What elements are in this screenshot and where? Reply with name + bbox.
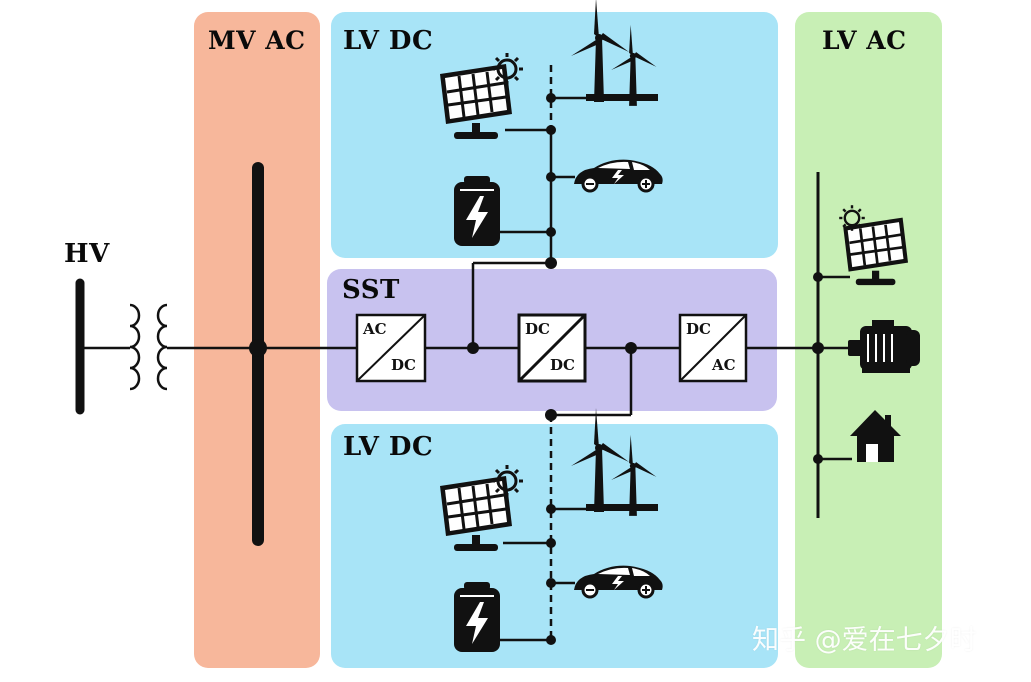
battery-icon <box>453 175 501 247</box>
wind-turbine-icon <box>571 0 658 106</box>
ac-dc-bottom-label: DC <box>391 356 416 374</box>
electric-car-icon <box>572 564 665 599</box>
dc-ac-bottom-label: AC <box>712 356 736 374</box>
dc-dc-top-label: DC <box>525 320 550 338</box>
sst-label: SST <box>342 275 400 305</box>
lv-dc-bottom-label: LV DC <box>343 432 434 462</box>
dc-ac-top-label: DC <box>686 320 711 338</box>
ac-dc-converter <box>355 313 427 383</box>
dc-dc-bottom-label: DC <box>550 356 575 374</box>
dc-dc-converter <box>517 313 587 383</box>
wind-turbine-icon <box>571 408 658 516</box>
ac-dc-top-label: AC <box>363 320 387 338</box>
dc-ac-converter <box>678 313 748 383</box>
transformer-icon <box>129 303 168 391</box>
lv-dc-top-label: LV DC <box>343 26 434 56</box>
house-icon <box>850 410 901 462</box>
lv-dc-top-zone <box>331 12 778 258</box>
mv-ac-label: MV AC <box>208 26 306 55</box>
watermark: 知乎 @爱在七夕时 <box>752 625 977 656</box>
electric-car-icon <box>572 158 665 193</box>
battery-icon <box>453 581 501 653</box>
lv-ac-label: LV AC <box>822 26 907 55</box>
motor-icon <box>848 320 920 373</box>
hv-label: HV <box>64 239 110 269</box>
